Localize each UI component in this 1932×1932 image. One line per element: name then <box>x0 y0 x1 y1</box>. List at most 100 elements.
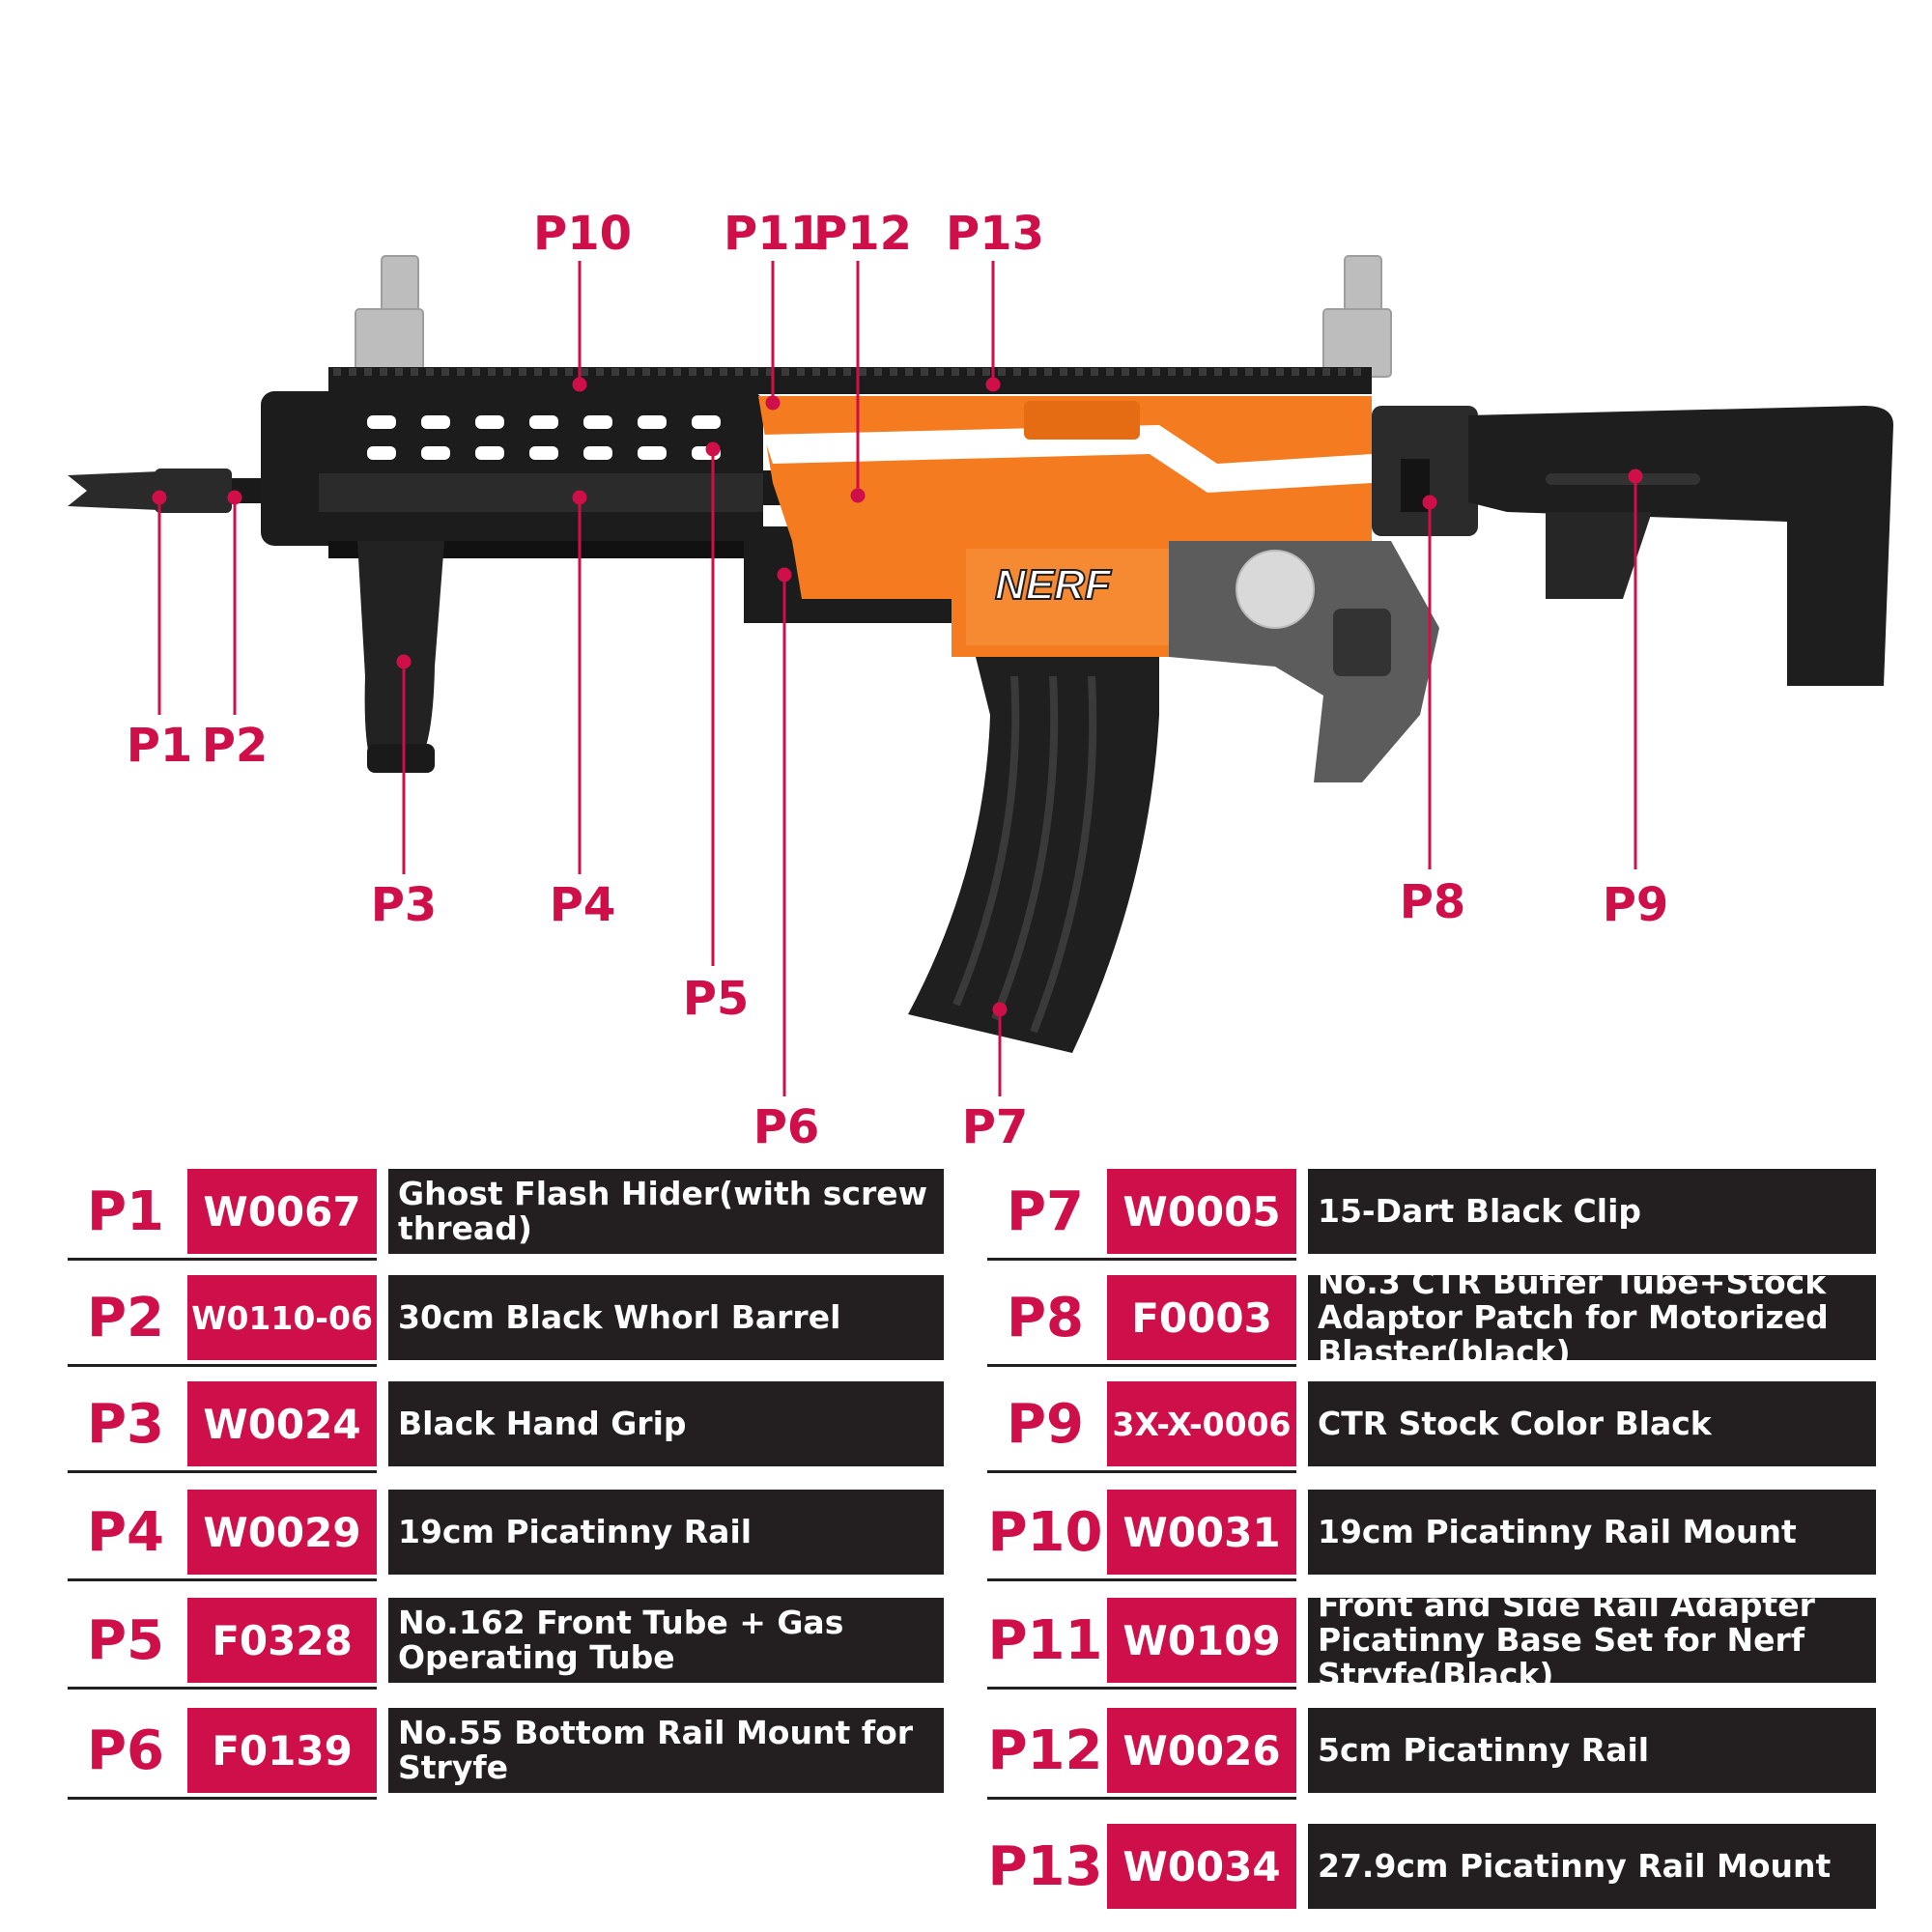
leader-lines <box>152 261 1643 1096</box>
part-code: W0005 <box>1107 1169 1296 1254</box>
part-code: W0031 <box>1107 1490 1296 1575</box>
row-divider <box>68 1578 377 1581</box>
part-label: P5 <box>86 1608 164 1672</box>
rail-tooth <box>488 368 496 376</box>
callout-p1: P1 <box>126 719 193 773</box>
row-divider <box>987 1470 1296 1473</box>
handguard-vent <box>692 415 721 429</box>
rail-tooth <box>426 368 434 376</box>
part-label: P1 <box>86 1179 164 1243</box>
rail-tooth <box>1137 368 1145 376</box>
rail-tooth <box>658 368 666 376</box>
rail-tooth <box>1214 368 1222 376</box>
rail-tooth <box>349 368 356 376</box>
part-description: No.55 Bottom Rail Mount for Stryfe <box>388 1708 944 1793</box>
rail-tooth <box>1261 368 1268 376</box>
rail-tooth <box>457 368 465 376</box>
handguard-vent <box>367 446 396 460</box>
rail-tooth <box>1183 368 1191 376</box>
buffer-tube <box>1372 406 1478 536</box>
top-rail <box>328 367 1372 394</box>
trigger-grip <box>1169 541 1439 782</box>
row-divider <box>987 1258 1296 1261</box>
row-divider <box>68 1258 377 1261</box>
rail-tooth <box>1292 368 1299 376</box>
part-label: P12 <box>987 1719 1103 1782</box>
handguard-vent <box>638 415 667 429</box>
part-code: W0026 <box>1107 1708 1296 1793</box>
rail-tooth <box>565 368 573 376</box>
row-divider <box>68 1470 377 1473</box>
rail-tooth <box>1060 368 1067 376</box>
rail-tooth <box>828 368 836 376</box>
part-description: 30cm Black Whorl Barrel <box>388 1275 944 1360</box>
handguard-vent <box>529 446 558 460</box>
rail-tooth <box>611 368 619 376</box>
rail-tooth <box>1338 368 1346 376</box>
rail-tooth <box>642 368 650 376</box>
callout-p13: P13 <box>946 207 1044 261</box>
rail-tooth <box>936 368 944 376</box>
part-label: P6 <box>86 1719 164 1782</box>
part-description: 5cm Picatinny Rail <box>1308 1708 1876 1793</box>
rail-tooth <box>534 368 542 376</box>
row-divider <box>68 1687 377 1690</box>
handguard-vent <box>583 446 612 460</box>
rail-tooth <box>581 368 588 376</box>
part-code: F0328 <box>187 1598 377 1683</box>
row-divider <box>987 1797 1296 1800</box>
callout-p6: P6 <box>753 1100 820 1154</box>
rail-tooth <box>843 368 851 376</box>
rail-tooth <box>1168 368 1176 376</box>
row-divider <box>68 1797 377 1800</box>
rail-tooth <box>411 368 418 376</box>
rail-tooth <box>673 368 681 376</box>
receiver: NERF <box>758 396 1372 657</box>
row-divider <box>987 1578 1296 1581</box>
rail-tooth <box>921 368 928 376</box>
rail-tooth <box>766 368 774 376</box>
part-description: No.3 CTR Buffer Tube+Stock Adaptor Patch… <box>1308 1264 1876 1370</box>
part-label: P11 <box>987 1608 1103 1672</box>
part-description: 19cm Picatinny Rail Mount <box>1308 1490 1876 1575</box>
rail-tooth <box>1044 368 1052 376</box>
rail-tooth <box>751 368 758 376</box>
handguard-vent <box>421 446 450 460</box>
stock <box>1468 406 1893 686</box>
rail-tooth <box>689 368 696 376</box>
part-code: F0139 <box>187 1708 377 1793</box>
rail-tooth <box>472 368 480 376</box>
part-label: P9 <box>1006 1392 1084 1456</box>
rail-tooth <box>1245 368 1253 376</box>
rail-tooth <box>503 368 511 376</box>
rail-tooth <box>1075 368 1083 376</box>
flash-hider <box>68 471 159 510</box>
blaster-illustration: NERF <box>68 255 1893 1096</box>
callout-p3: P3 <box>370 878 438 932</box>
callout-p9: P9 <box>1602 878 1669 932</box>
part-code: 3X-X-0006 <box>1107 1381 1296 1466</box>
callout-p8: P8 <box>1399 875 1466 929</box>
rail-tooth <box>1122 368 1129 376</box>
row-divider <box>987 1687 1296 1690</box>
rail-tooth <box>874 368 882 376</box>
rail-tooth <box>1013 368 1021 376</box>
part-code: W0109 <box>1107 1598 1296 1683</box>
rail-tooth <box>1322 368 1330 376</box>
handguard-vent <box>421 415 450 429</box>
rail-tooth <box>781 368 789 376</box>
rail-tooth <box>1152 368 1160 376</box>
rail-tooth <box>1199 368 1207 376</box>
part-label: P8 <box>1006 1286 1084 1350</box>
rail-tooth <box>364 368 372 376</box>
rail-tooth <box>735 368 743 376</box>
rail-tooth <box>395 368 403 376</box>
rail-tooth <box>859 368 867 376</box>
callout-p4: P4 <box>549 878 616 932</box>
part-description: 15-Dart Black Clip <box>1308 1169 1876 1254</box>
handguard-vent <box>475 446 504 460</box>
handguard-vent <box>529 415 558 429</box>
part-description: Front and Side Rail Adapter Picatinny Ba… <box>1308 1587 1876 1692</box>
rail-tooth <box>1091 368 1098 376</box>
